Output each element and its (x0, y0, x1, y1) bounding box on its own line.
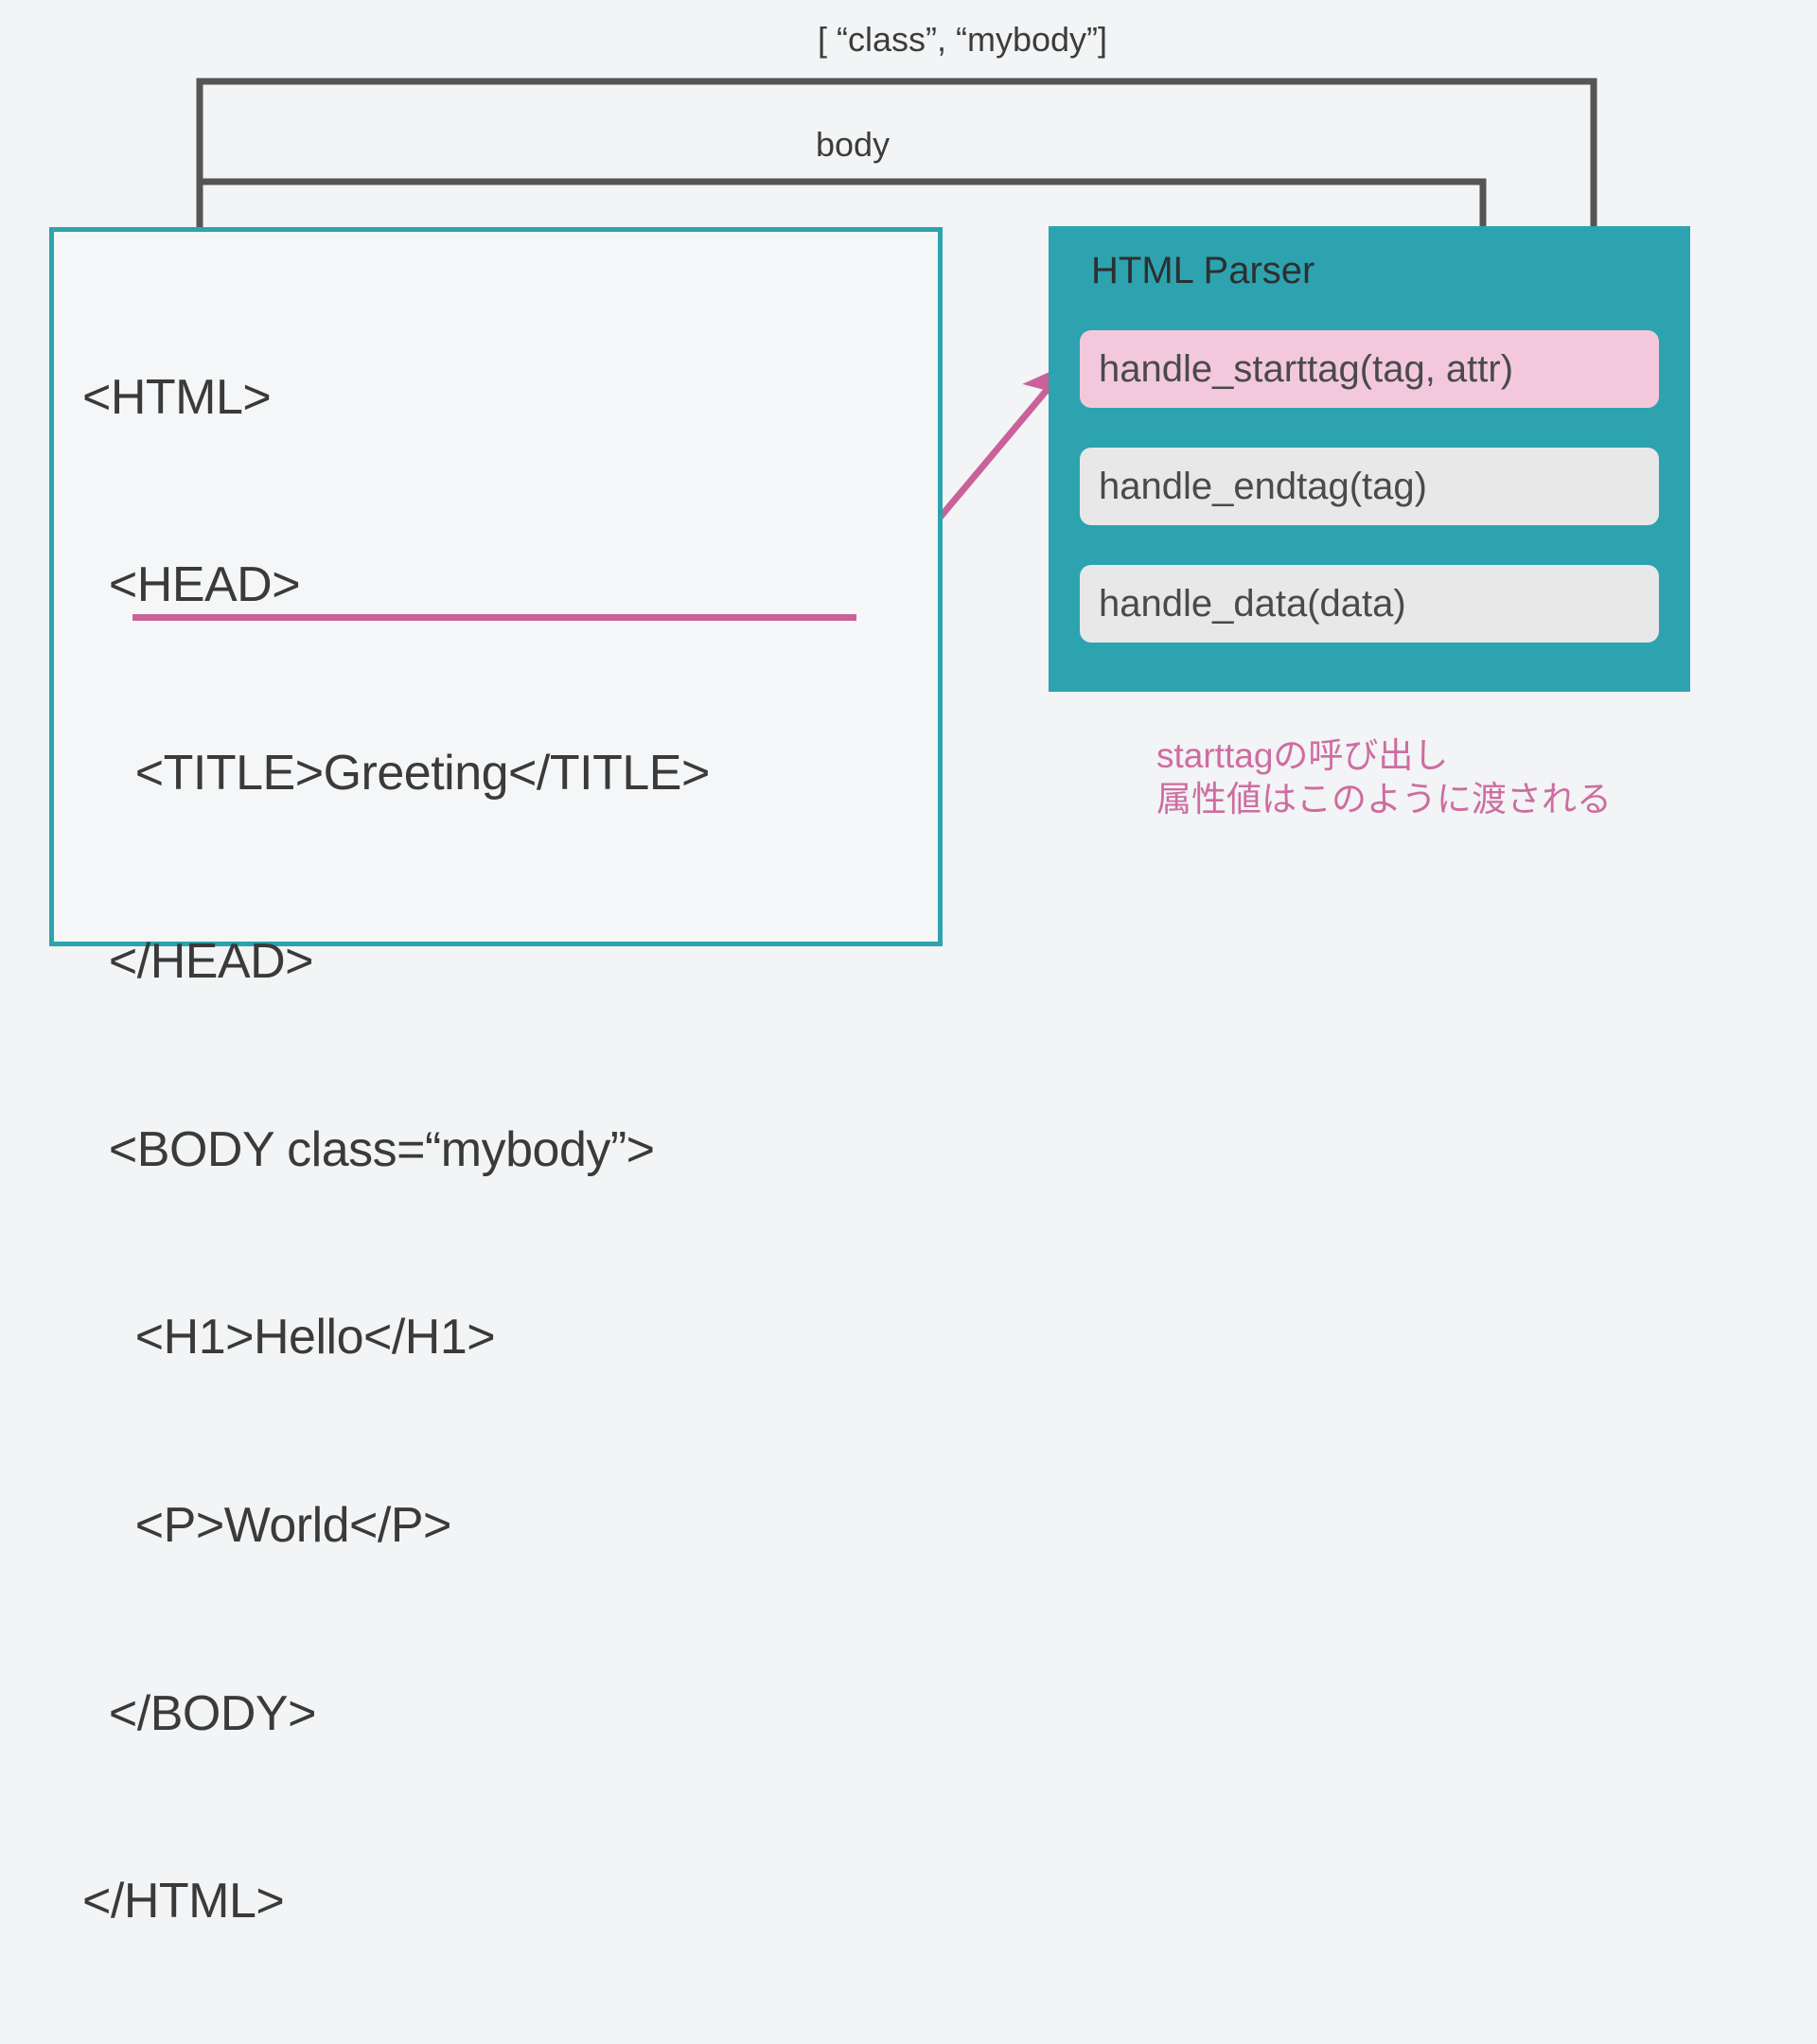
code-line: <HTML> (82, 369, 272, 425)
code-line: </BODY> (82, 1685, 317, 1741)
connector-label-tag: body (803, 126, 904, 164)
html-parser-panel: HTML Parser handle_starttag(tag, attr) h… (1049, 226, 1690, 692)
source-code-listing: <HTML> <HEAD> <TITLE>Greeting</TITLE> </… (82, 253, 710, 2044)
code-line: <HEAD> (82, 557, 301, 613)
code-line: <TITLE>Greeting</TITLE> (82, 746, 711, 802)
code-line-body: <BODY class=“mybody”> (82, 1121, 655, 1177)
diagram-canvas: [ “class”, “mybody”] body <HTML> <HEAD> … (49, 20, 1690, 1929)
parser-panel-title: HTML Parser (1091, 250, 1315, 291)
japanese-caption: starttagの呼び出し 属性値はこのように渡される (1156, 736, 1612, 819)
handler-data-box[interactable]: handle_data(data) (1080, 565, 1659, 643)
code-line: <H1>Hello</H1> (82, 1310, 496, 1366)
code-line: </HTML> (82, 1874, 285, 1929)
handler-starttag-label: handle_starttag(tag, attr) (1099, 347, 1514, 390)
code-line: </HEAD> (82, 933, 314, 989)
code-line: <P>World</P> (82, 1498, 452, 1554)
handler-data-label: handle_data(data) (1099, 582, 1406, 625)
source-code-box: <HTML> <HEAD> <TITLE>Greeting</TITLE> </… (49, 227, 943, 1929)
handler-endtag-box[interactable]: handle_endtag(tag) (1080, 448, 1659, 525)
body-line-underline (132, 614, 856, 621)
connector-label-attr: [ “class”, “mybody”] (804, 21, 1121, 59)
handler-endtag-label: handle_endtag(tag) (1099, 465, 1427, 507)
handler-starttag-box[interactable]: handle_starttag(tag, attr) (1080, 330, 1659, 408)
